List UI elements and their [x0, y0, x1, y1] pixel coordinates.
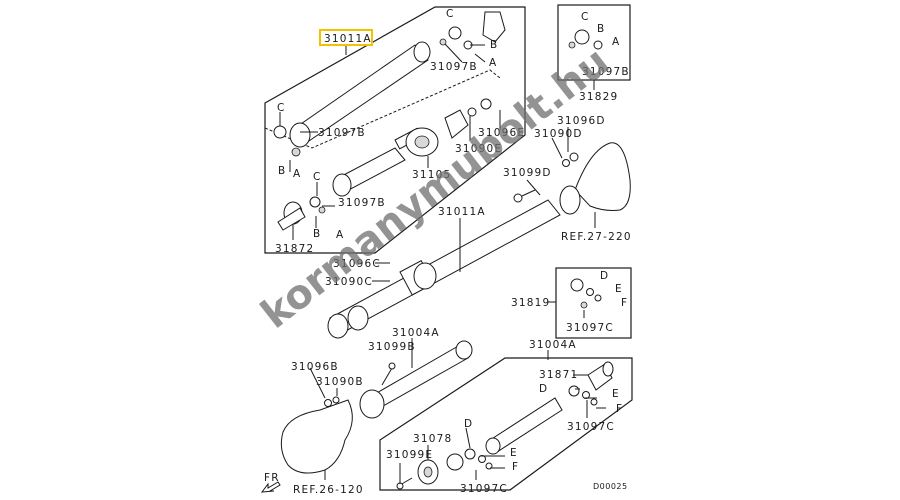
letter-c: C — [581, 11, 590, 23]
bolt-31099D — [513, 189, 536, 203]
letter-a: A — [489, 57, 497, 69]
part-label-31097B-4[interactable]: 31097B — [582, 66, 630, 78]
letter-b: B — [278, 165, 286, 177]
letter-c: C — [277, 102, 286, 114]
letter-b: B — [490, 39, 498, 51]
part-label-31097C-1[interactable]: 31097C — [566, 322, 614, 334]
part-label-31090C[interactable]: 31090C — [325, 276, 373, 288]
kit-31819-parts — [570, 278, 602, 309]
cross-left-upper — [273, 125, 301, 157]
ref-label-26-120[interactable]: REF.26-120 — [293, 484, 364, 496]
letter-callouts: C B A C B A C B A C B A D E F D E F E F … — [277, 8, 628, 473]
cross-d-upper — [568, 385, 580, 397]
part-label-31096E[interactable]: 31096E — [478, 127, 525, 139]
letter-c: C — [446, 8, 455, 20]
shaft-bottom — [485, 397, 563, 455]
nut-31096B — [324, 399, 332, 407]
transmission-ref-26-120 — [280, 399, 353, 474]
shaft-top — [289, 41, 431, 148]
letter-a: A — [336, 229, 344, 241]
part-highlight-31011A — [319, 29, 373, 46]
front-shaft-31004A — [359, 340, 473, 419]
part-label-31090E[interactable]: 31090E — [455, 143, 502, 155]
center-bearing-31105 — [405, 127, 439, 157]
main-shaft-31011A — [327, 199, 561, 339]
bolt-31099B — [381, 362, 396, 386]
clip-f-upper — [590, 398, 598, 406]
letter-d: D — [464, 418, 473, 430]
part-label-31871[interactable]: 31871 — [539, 369, 578, 381]
watermark: kormanymubolt.hu — [253, 39, 618, 338]
nut-31096D — [569, 152, 579, 162]
part-label-31872[interactable]: 31872 — [275, 243, 314, 255]
part-label-31096B[interactable]: 31096B — [291, 361, 339, 373]
cap-e-upper — [582, 391, 590, 399]
part-label-31099E[interactable]: 31099E — [386, 449, 433, 461]
assembly-box-31004A — [379, 357, 633, 491]
part-label-31011A-mid[interactable]: 31011A — [438, 206, 486, 218]
cap-e-lower — [478, 455, 486, 463]
part-label-31097C-3[interactable]: 31097C — [460, 483, 508, 495]
letter-e: E — [615, 283, 623, 295]
letter-d: D — [600, 270, 609, 282]
letter-b: B — [313, 228, 321, 240]
part-label-31097B-1[interactable]: 31097B — [430, 61, 478, 73]
part-label-31078[interactable]: 31078 — [413, 433, 452, 445]
yoke-lower — [446, 453, 464, 471]
washer-31090B — [332, 396, 340, 404]
yoke-top — [439, 11, 506, 50]
letter-f: F — [512, 461, 519, 473]
part-label-31105[interactable]: 31105 — [412, 169, 451, 181]
bracket-line — [264, 69, 501, 149]
part-label-31099D[interactable]: 31099D — [503, 167, 552, 179]
part-label-31096C[interactable]: 31096C — [333, 258, 381, 270]
letter-e: E — [612, 388, 620, 400]
part-label-31099B[interactable]: 31099B — [368, 341, 416, 353]
letter-f: F — [616, 403, 623, 415]
front-direction-label: FR — [264, 472, 280, 484]
front-direction-arrow-icon — [260, 481, 281, 493]
part-label-31829[interactable]: 31829 — [579, 91, 618, 103]
kit-31829-parts — [568, 29, 603, 50]
letter-f: F — [621, 297, 628, 309]
part-label-31011A-top[interactable]: 31011A — [324, 33, 372, 45]
letter-e: E — [510, 447, 518, 459]
part-label-31004A-2[interactable]: 31004A — [529, 339, 577, 351]
leader-lines — [279, 43, 606, 484]
cross-d-lower — [464, 448, 476, 460]
diagram-code: D00025 — [593, 482, 628, 491]
bolt-31099E — [396, 477, 413, 490]
part-label-31004A-1[interactable]: 31004A — [392, 327, 440, 339]
washer-31090D — [562, 159, 570, 167]
letter-a: A — [293, 168, 301, 180]
flange-31872 — [277, 196, 326, 231]
part-label-31096D[interactable]: 31096D — [557, 115, 606, 127]
part-label-31097B-2[interactable]: 31097B — [318, 127, 366, 139]
part-label-31090B[interactable]: 31090B — [316, 376, 364, 388]
flange-31078 — [417, 459, 439, 485]
letter-b: B — [597, 23, 605, 35]
letter-a: A — [612, 36, 620, 48]
kit-box-31819 — [555, 267, 632, 339]
part-label-31097B-3[interactable]: 31097B — [338, 197, 386, 209]
part-label-31819[interactable]: 31819 — [511, 297, 550, 309]
flange-yoke-upper — [444, 98, 492, 139]
assembly-box-31011A — [264, 6, 526, 254]
part-label-31097C-2[interactable]: 31097C — [567, 421, 615, 433]
transfer-case-ref-27-220 — [559, 142, 631, 215]
letter-d: D — [539, 383, 548, 395]
part-label-31090D[interactable]: 31090D — [534, 128, 583, 140]
ref-label-27-220[interactable]: REF.27-220 — [561, 231, 632, 243]
letter-c: C — [313, 171, 322, 183]
yoke-31871 — [587, 361, 614, 391]
